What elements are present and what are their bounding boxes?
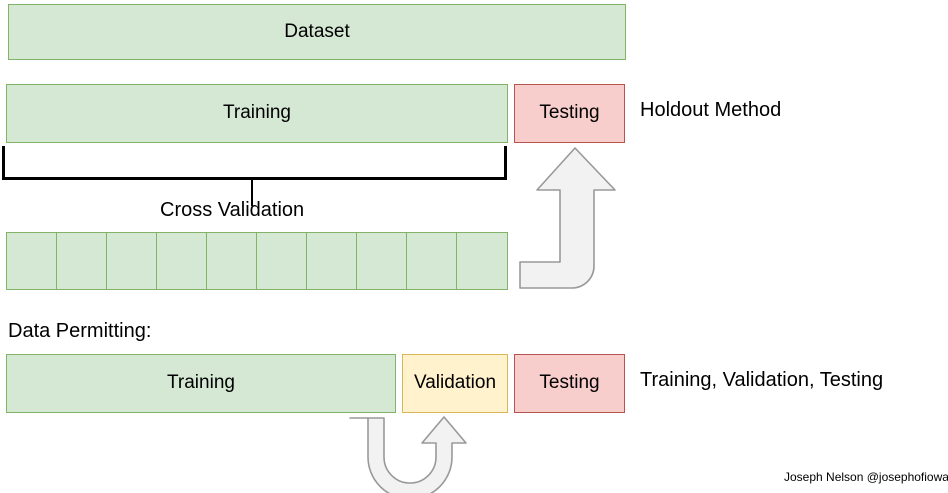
holdout-testing-label: Testing: [539, 102, 600, 124]
cross-validation-fold-4[interactable]: [156, 232, 208, 290]
holdout-training-label: Training: [223, 102, 291, 124]
dataset-box-label: Dataset: [284, 20, 350, 42]
cross-validation-fold-5[interactable]: [206, 232, 258, 290]
training-validation-testing-annotation: Training, Validation, Testing: [640, 369, 884, 391]
cross-validation-fold-8[interactable]: [356, 232, 408, 290]
cross-validation-fold-2[interactable]: [56, 232, 108, 290]
dataset-box[interactable]: Dataset: [8, 4, 626, 60]
cross-validation-fold-strip: [6, 232, 508, 290]
cross-validation-label: Cross Validation: [160, 199, 305, 221]
bracket-drop-line: [251, 180, 253, 206]
permitting-validation-box[interactable]: Validation: [402, 354, 508, 413]
credit-attribution: Joseph Nelson @josephofiowa: [784, 470, 948, 484]
cross-validation-fold-10[interactable]: [456, 232, 508, 290]
cross-validation-fold-9[interactable]: [406, 232, 458, 290]
data-permitting-label: Data Permitting:: [8, 320, 152, 342]
u-turn-up-arrow-icon: [349, 416, 467, 493]
holdout-testing-box[interactable]: Testing: [514, 84, 625, 143]
holdout-training-box[interactable]: Training: [6, 84, 508, 143]
bent-up-arrow-icon: [519, 147, 616, 289]
cross-validation-fold-7[interactable]: [306, 232, 358, 290]
permitting-training-label: Training: [167, 372, 235, 394]
permitting-testing-label: Testing: [539, 372, 600, 394]
permitting-training-box[interactable]: Training: [6, 354, 396, 413]
holdout-method-annotation: Holdout Method: [640, 99, 782, 121]
permitting-validation-label: Validation: [413, 372, 497, 394]
bracket-left-tick: [2, 146, 5, 180]
bracket-right-tick: [504, 146, 507, 180]
permitting-testing-box[interactable]: Testing: [514, 354, 625, 413]
cross-validation-fold-3[interactable]: [106, 232, 158, 290]
cross-validation-fold-1[interactable]: [6, 232, 58, 290]
bracket-horizontal-bar: [2, 177, 507, 180]
cross-validation-fold-6[interactable]: [256, 232, 308, 290]
